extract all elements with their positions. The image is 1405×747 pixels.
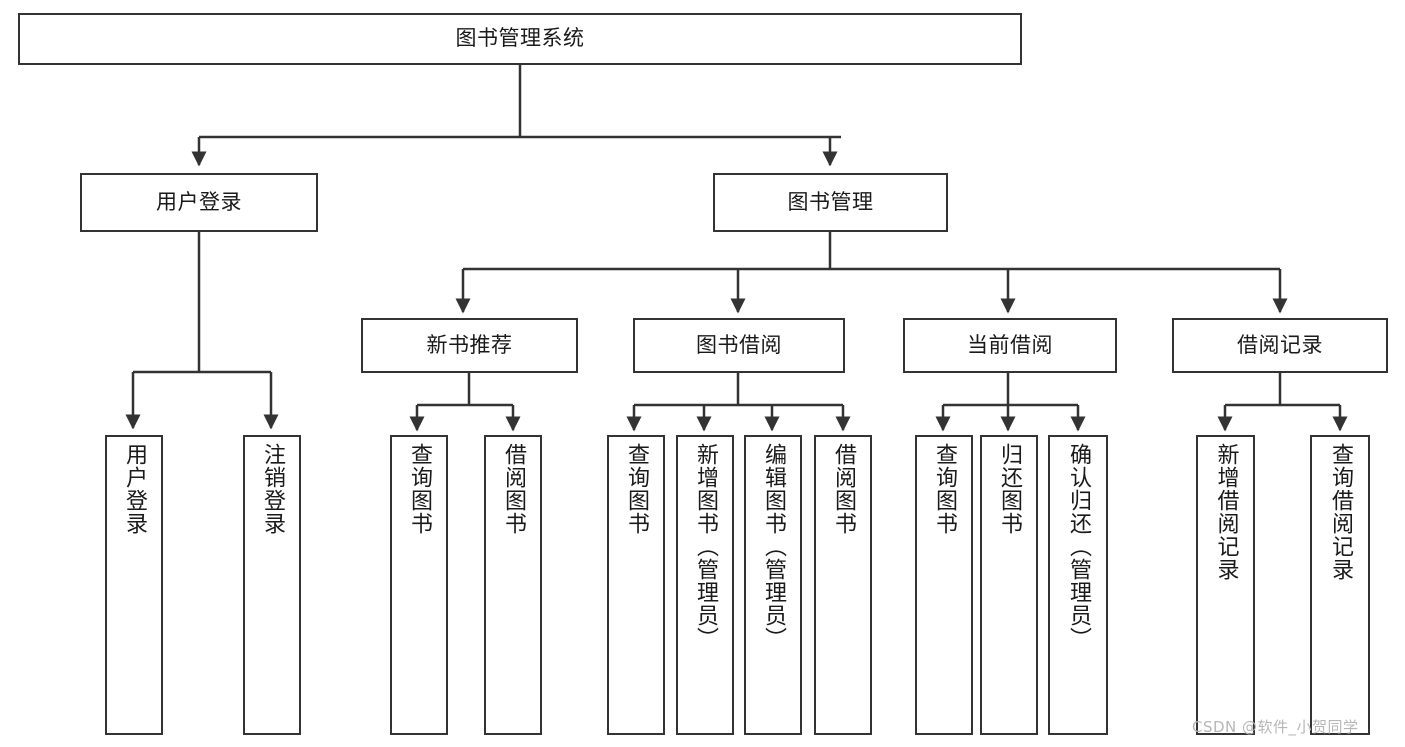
node-user-login[interactable]: 用户登录 — [80, 173, 318, 232]
leaf-add-borrow-record[interactable]: 新增借阅记录 — [1196, 435, 1255, 735]
leaf-query-borrow-record[interactable]: 查询借阅记录 — [1310, 435, 1370, 735]
leaf-label: 查询图书 — [406, 443, 432, 535]
leaf-confirm-return-admin[interactable]: 确认归还（管理员） — [1048, 435, 1108, 735]
leaf-user-login[interactable]: 用户登录 — [105, 435, 163, 735]
leaf-add-book-admin[interactable]: 新增图书（管理员） — [676, 435, 734, 735]
node-label: 用户登录 — [156, 189, 242, 214]
node-new-book-recommend[interactable]: 新书推荐 — [361, 318, 578, 373]
leaf-label: 查询借阅记录 — [1327, 443, 1353, 581]
leaf-query-book-borrow[interactable]: 查询图书 — [607, 435, 665, 735]
node-label: 图书管理 — [787, 189, 874, 214]
leaf-label: 用户登录 — [121, 443, 147, 535]
node-current-borrow[interactable]: 当前借阅 — [903, 318, 1117, 373]
leaf-label: 新增借阅记录 — [1213, 443, 1239, 581]
leaf-return-book[interactable]: 归还图书 — [980, 435, 1038, 735]
node-label: 新书推荐 — [426, 332, 513, 357]
leaf-label: 注销登录 — [259, 443, 285, 535]
leaf-query-book-recommend[interactable]: 查询图书 — [390, 435, 448, 735]
node-book-borrow[interactable]: 图书借阅 — [633, 318, 845, 373]
leaf-label: 归还图书 — [996, 443, 1022, 535]
node-root-system[interactable]: 图书管理系统 — [18, 13, 1022, 65]
node-borrow-record[interactable]: 借阅记录 — [1172, 318, 1388, 373]
leaf-label: 借阅图书 — [500, 443, 526, 535]
csdn-watermark: CSDN @软件_小贺同学 — [1192, 718, 1359, 736]
leaf-label: 新增图书（管理员） — [692, 443, 718, 650]
leaf-label: 查询图书 — [623, 443, 649, 535]
leaf-logout-login[interactable]: 注销登录 — [243, 435, 301, 735]
leaf-label: 确认归还（管理员） — [1065, 443, 1091, 650]
leaf-label: 编辑图书（管理员） — [760, 443, 786, 650]
node-label: 借阅记录 — [1237, 332, 1323, 357]
leaf-query-book-current[interactable]: 查询图书 — [915, 435, 973, 735]
leaf-edit-book-admin[interactable]: 编辑图书（管理员） — [744, 435, 802, 735]
leaf-borrow-book-recommend[interactable]: 借阅图书 — [484, 435, 542, 735]
leaf-borrow-book[interactable]: 借阅图书 — [814, 435, 872, 735]
leaf-label: 借阅图书 — [830, 443, 856, 535]
node-label: 图书管理系统 — [455, 26, 585, 51]
node-label: 图书借阅 — [696, 332, 782, 357]
node-book-manage[interactable]: 图书管理 — [713, 173, 948, 232]
node-label: 当前借阅 — [967, 332, 1053, 357]
leaf-label: 查询图书 — [931, 443, 957, 535]
